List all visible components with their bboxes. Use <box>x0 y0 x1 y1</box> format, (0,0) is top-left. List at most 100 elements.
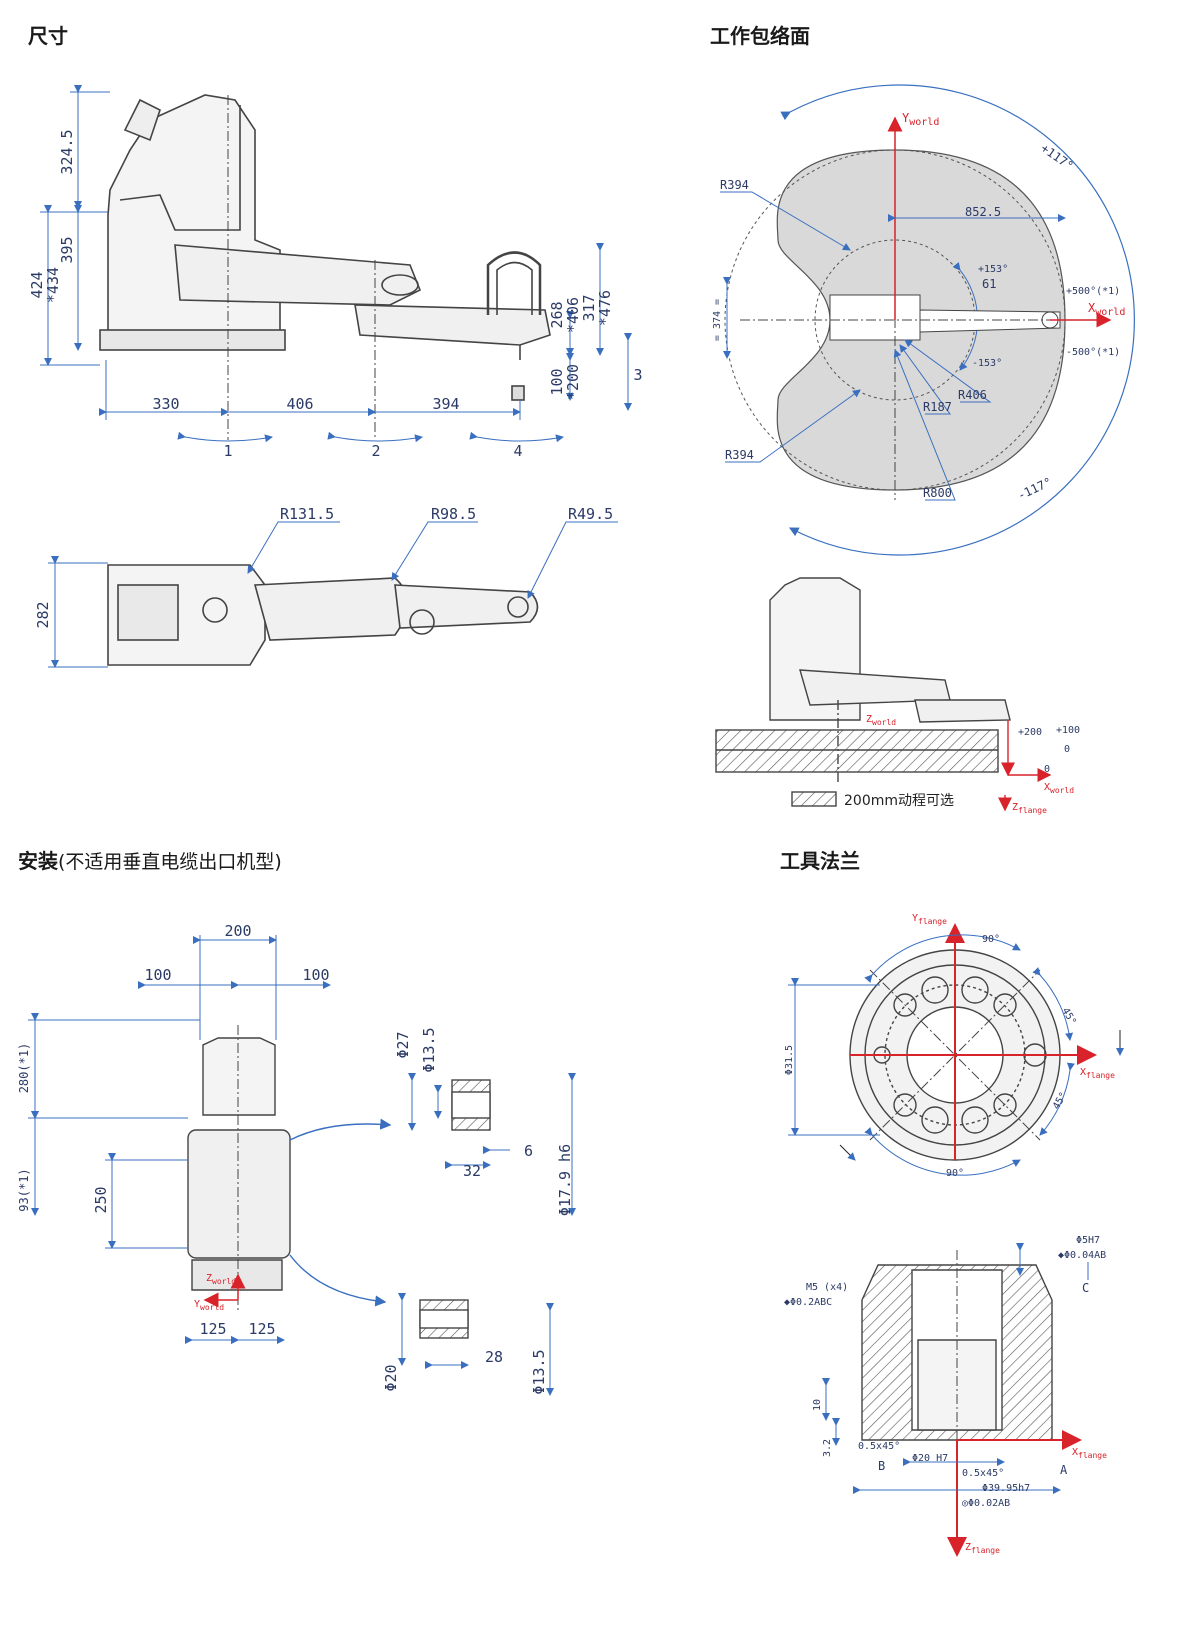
dim-476: *476 <box>596 290 614 326</box>
x-flange-section-label: Xflange <box>1072 1447 1107 1460</box>
dim-330: 330 <box>152 395 179 413</box>
top-view <box>107 564 539 666</box>
mounting-note: (不适用垂直电缆出口机型) <box>58 851 282 873</box>
radius-800: R800 <box>923 486 952 500</box>
top-view-dimensions <box>48 521 618 668</box>
z-flange-section-label: Zflange <box>965 1542 1000 1555</box>
dim-125-right: 125 <box>248 1320 275 1338</box>
angle-90-top: 90° <box>982 934 1000 945</box>
dim-61: 61 <box>982 277 996 291</box>
radius-49-5: R49.5 <box>568 505 613 523</box>
dim-280: 280(*1) <box>17 1043 31 1094</box>
stroke-zero-b: 0 <box>1044 764 1050 775</box>
dim-28: 28 <box>485 1348 503 1366</box>
dim-268: 268 <box>548 301 566 328</box>
dim-phi13-5-top: Φ13.5 <box>420 1027 438 1072</box>
angle-90-bottom: 90° <box>946 1168 964 1179</box>
dim-phi13-5-bottom: Φ13.5 <box>530 1349 548 1394</box>
dim-phi17-9: Φ17.9 h6 <box>556 1144 574 1216</box>
stroke-plus-100: +100 <box>1056 725 1080 736</box>
dim-phi27: Φ27 <box>394 1031 412 1058</box>
datum-a: A <box>1060 1463 1068 1477</box>
side-view-dimensions <box>40 85 632 443</box>
stroke-view <box>715 577 1052 812</box>
side-view <box>99 94 551 440</box>
mount-y-world-label: Yworld <box>194 1299 224 1312</box>
dim-phi5-h7: Φ5H7 <box>1076 1235 1100 1246</box>
angle-45-a: 45° <box>1059 1006 1078 1027</box>
dim-100-left: 100 <box>144 966 171 984</box>
flange-section-dimensions <box>822 1243 1089 1494</box>
mount-view <box>187 1025 491 1339</box>
dim-200: *200 <box>564 364 582 400</box>
angle-45-b: 45° <box>1051 1090 1070 1111</box>
dim-6: 6 <box>524 1142 533 1160</box>
x-minus-500: -500°(*1) <box>1066 347 1120 358</box>
dim-32: 32 <box>463 1162 481 1180</box>
dim-m5: M5 (x4) <box>806 1282 848 1293</box>
dim-374: = 374 = <box>712 299 723 341</box>
dim-852-5: 852.5 <box>965 205 1001 219</box>
radius-406: R406 <box>958 388 987 402</box>
section-title-dimensions: 尺寸 <box>28 24 68 48</box>
section-title-tool-flange: 工具法兰 <box>780 849 860 873</box>
z-world-label: Zworld <box>866 714 896 727</box>
datum-b: B <box>878 1459 885 1473</box>
flange-top-view <box>788 923 1124 1176</box>
dim-250: 250 <box>92 1186 110 1213</box>
dim-3-2: 3.2 <box>822 1439 833 1457</box>
z-flange-label-side: Zflange <box>1012 802 1047 815</box>
stroke-legend: 200mm动程可选 <box>844 793 954 809</box>
dim-125-left: 125 <box>199 1320 226 1338</box>
mount-dimensions <box>28 935 576 1396</box>
tolerance-top: ◆Φ0.04AB <box>1058 1250 1106 1261</box>
dim-394: 394 <box>432 395 459 413</box>
axis-label-3: 3 <box>633 366 642 384</box>
dim-317: 317 <box>580 294 598 321</box>
stroke-zero-a: 0 <box>1064 744 1070 755</box>
axis-label-2: 2 <box>371 442 380 460</box>
y-flange-label: Yflange <box>912 913 947 926</box>
dim-434: *434 <box>44 267 62 303</box>
datum-c: C <box>1082 1281 1089 1295</box>
dim-406: *406 <box>564 297 582 333</box>
radius-187: R187 <box>923 400 952 414</box>
angle-minus-153: -153° <box>972 358 1002 369</box>
mounting-title: 安装 <box>18 849 58 873</box>
dim-10: 10 <box>812 1399 823 1411</box>
dim-406-len: 406 <box>286 395 313 413</box>
radius-131-5: R131.5 <box>280 505 334 523</box>
chamfer-left: 0.5x45° <box>858 1441 900 1452</box>
x-plus-500: +500°(*1) <box>1066 286 1120 297</box>
dim-100-right: 100 <box>302 966 329 984</box>
dim-100: 100 <box>548 368 566 395</box>
y-world-axis-label: Yworld <box>902 111 939 128</box>
dim-phi20: Φ20 <box>382 1364 400 1391</box>
dim-phi20-h7: Φ20 H7 <box>912 1453 948 1464</box>
stroke-plus-200: +200 <box>1018 727 1042 738</box>
dim-93: 93(*1) <box>17 1168 31 1211</box>
dim-324-5: 324.5 <box>58 129 76 174</box>
section-title-mounting: 安装(不适用垂直电缆出口机型) <box>18 845 282 874</box>
x-world-label-side: Xworld <box>1044 782 1074 795</box>
envelope-diagram <box>720 84 1135 556</box>
angle-minus-117: -117° <box>1015 475 1054 503</box>
chamfer-right: 0.5x45° <box>962 1468 1004 1479</box>
section-title-work-envelope: 工作包络面 <box>710 24 810 48</box>
dim-phi39-95: Φ39.95h7 <box>982 1483 1030 1494</box>
radius-394-bottom: R394 <box>725 448 754 462</box>
radius-98-5: R98.5 <box>431 505 476 523</box>
dim-282: 282 <box>34 601 52 628</box>
dim-395: 395 <box>58 236 76 263</box>
dim-200-width: 200 <box>224 922 251 940</box>
tolerance-m5: ◆Φ0.2ABC <box>784 1297 832 1308</box>
x-flange-label: Xflange <box>1080 1067 1115 1080</box>
x-world-axis-label: Xworld <box>1088 301 1125 318</box>
axis-label-1: 1 <box>223 442 232 460</box>
axis-label-4: 4 <box>513 442 522 460</box>
mount-z-world-label: Zworld <box>206 1273 236 1286</box>
flange-section-view <box>861 1250 1082 1557</box>
tolerance-bottom: ◎Φ0.02AB <box>962 1498 1010 1509</box>
dim-phi31-5: Φ31.5 <box>784 1045 795 1075</box>
